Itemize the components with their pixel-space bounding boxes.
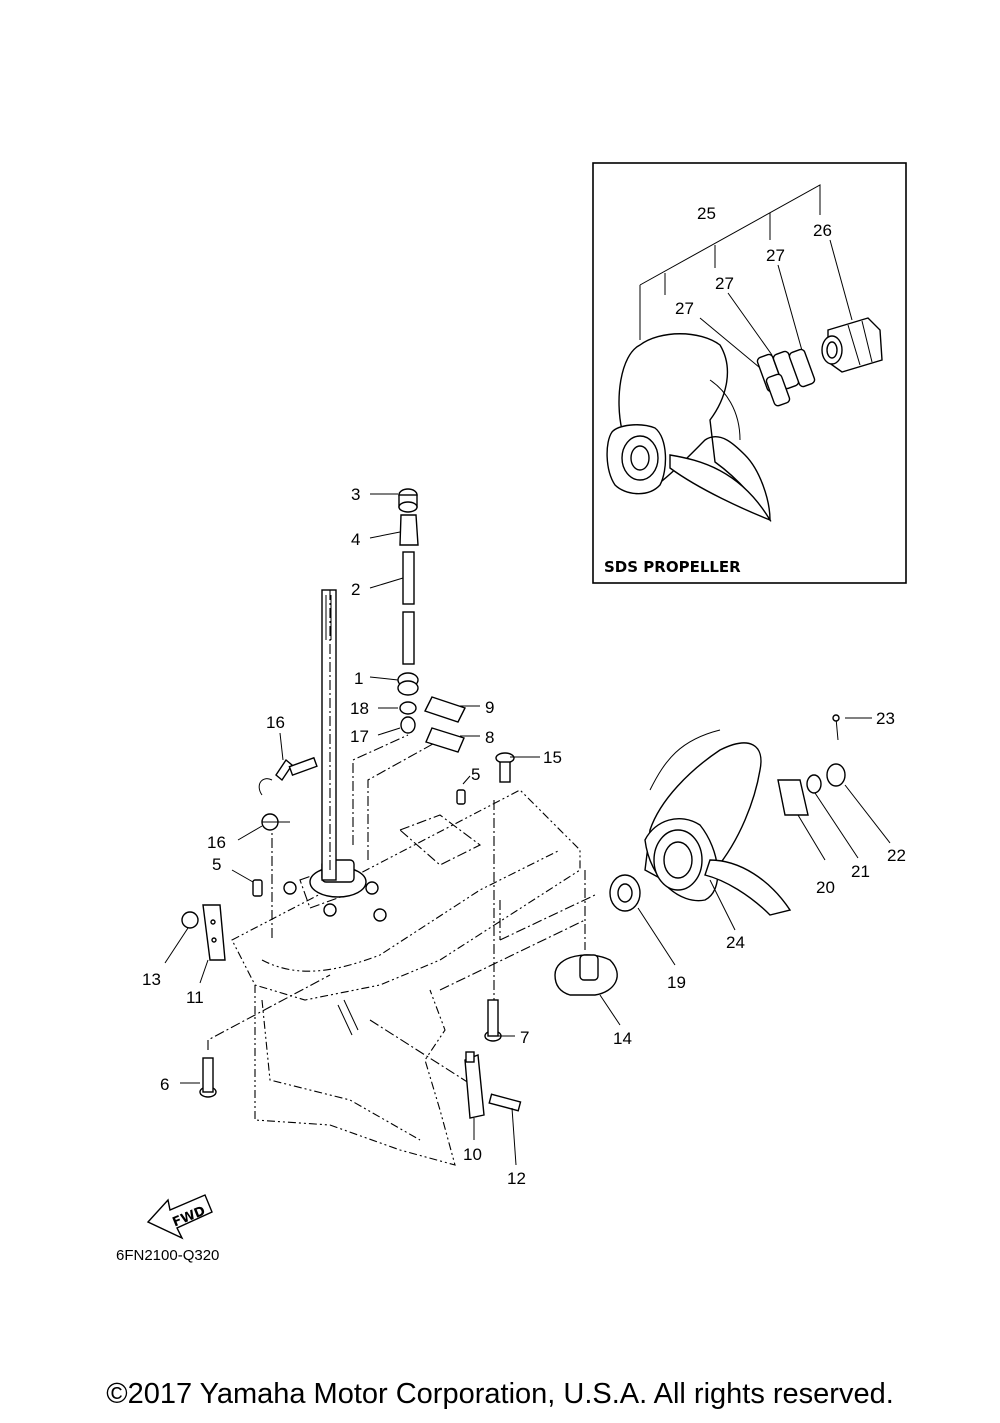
callout-16: 16 xyxy=(207,833,226,852)
callout-14: 14 xyxy=(613,1029,632,1048)
adapter-part xyxy=(821,317,883,373)
callout-3: 3 xyxy=(351,485,360,504)
callout-27: 27 xyxy=(675,299,694,318)
inset-title: SDS PROPELLER xyxy=(604,558,741,576)
callout-8: 8 xyxy=(485,728,494,747)
callout-9: 9 xyxy=(485,698,494,717)
alignment-lines xyxy=(207,590,596,1091)
callout-27: 27 xyxy=(715,274,734,293)
callout-6: 6 xyxy=(160,1075,169,1094)
callout-15: 15 xyxy=(543,748,562,767)
copyright-notice: ©2017 Yamaha Motor Corporation, U.S.A. A… xyxy=(106,1378,894,1410)
damper-part xyxy=(756,348,816,407)
callout-12: 12 xyxy=(507,1169,526,1188)
drive-shaft xyxy=(321,589,337,881)
callout-19: 19 xyxy=(667,973,686,992)
callout-22: 22 xyxy=(887,846,906,865)
callout-13: 13 xyxy=(142,970,161,989)
callout-10: 10 xyxy=(463,1145,482,1164)
callout-5: 5 xyxy=(212,855,221,874)
callout-16: 16 xyxy=(266,713,285,732)
reference-code: 6FN2100-Q320 xyxy=(116,1247,219,1264)
shift-rod-stack xyxy=(397,488,419,734)
callout-5: 5 xyxy=(471,765,480,784)
callout-7: 7 xyxy=(520,1028,529,1047)
forward-direction-arrow: FWD xyxy=(146,1194,213,1240)
callout-27: 27 xyxy=(766,246,785,265)
callout-18: 18 xyxy=(350,699,369,718)
callout-4: 4 xyxy=(351,530,360,549)
callout-20: 20 xyxy=(816,878,835,897)
small-parts xyxy=(181,696,846,1119)
callout-2: 2 xyxy=(351,580,360,599)
callout-24: 24 xyxy=(726,933,745,952)
sds-propeller-illustration xyxy=(606,333,772,523)
lower-unit-case xyxy=(231,789,581,1166)
sds-propeller-inset: SDS PROPELLER 25 26 27 27 27 xyxy=(592,162,907,584)
callout-23: 23 xyxy=(876,709,895,728)
callout-leaders xyxy=(164,493,891,1166)
propeller-illustration xyxy=(644,729,792,916)
callout-1: 1 xyxy=(354,669,363,688)
callout-labels: 3 4 2 1 18 17 9 8 15 5 16 16 5 13 11 6 7… xyxy=(142,485,906,1188)
callout-17: 17 xyxy=(350,727,369,746)
callout-21: 21 xyxy=(851,862,870,881)
callout-25: 25 xyxy=(697,204,716,223)
callout-26: 26 xyxy=(813,221,832,240)
callout-11: 11 xyxy=(186,988,204,1007)
